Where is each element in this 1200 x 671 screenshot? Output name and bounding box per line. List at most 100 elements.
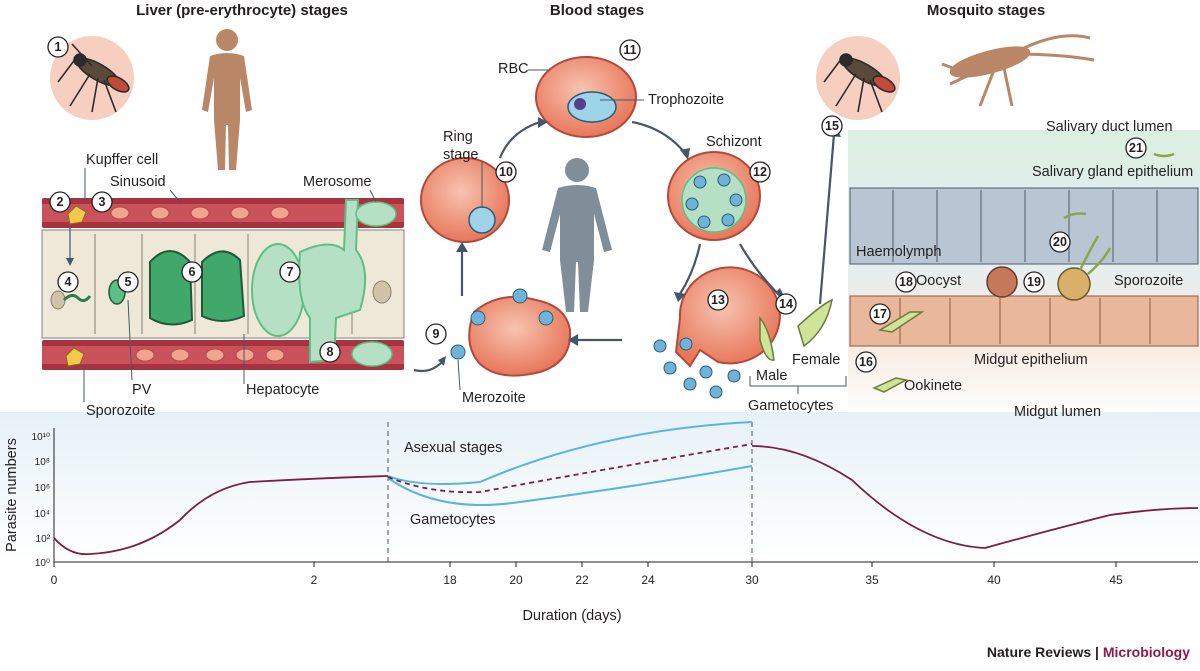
series-label-gametocytes: Gametocytes	[410, 512, 495, 528]
ookinete-lumen	[872, 377, 909, 393]
label-hepatocyte: Hepatocyte	[246, 382, 319, 398]
parasite-stage-6a	[149, 250, 194, 326]
svg-text:21: 21	[1129, 141, 1143, 155]
bursting-oocyst	[1057, 267, 1091, 301]
label-gametocytes: Gametocytes	[748, 398, 833, 414]
step-13-badge: 13	[707, 289, 729, 311]
invading-merozoites	[450, 288, 554, 360]
label-sinusoid: Sinusoid	[110, 174, 166, 190]
sinusoid-top-inner	[42, 204, 404, 222]
merosome-bottom	[351, 341, 393, 367]
step-17-badge: 17	[869, 303, 891, 325]
y-tick-label: 10⁶	[35, 483, 50, 494]
label-midgut-lumen: Midgut lumen	[1014, 404, 1101, 420]
salivary-gland-epithelium	[849, 187, 1199, 265]
svg-text:12: 12	[753, 165, 767, 179]
publisher-name: Nature Reviews	[986, 644, 1092, 660]
label-rbc: RBC	[498, 61, 529, 77]
y-tick-label: 10⁰	[35, 558, 50, 569]
blood-stages-header: Blood stages	[550, 2, 644, 19]
x-tick-label: 40	[987, 573, 1001, 587]
ring-stage-parasite	[468, 206, 496, 234]
asexual-stages-curve	[387, 421, 753, 485]
series-label-asexual: Asexual stages	[404, 440, 502, 456]
sporozoites-released	[1063, 152, 1175, 275]
svg-text:14: 14	[779, 297, 793, 311]
human-silhouette-blood	[542, 158, 612, 312]
label-midgut-epithelium: Midgut epithelium	[974, 352, 1088, 368]
step-5-badge: 5	[117, 271, 139, 293]
x-tick-label: 22	[575, 573, 589, 587]
hepatocyte-nuclei	[50, 280, 392, 310]
svg-text:3: 3	[99, 195, 106, 209]
x-tick-label: 20	[509, 573, 523, 587]
x-tick-label: 18	[443, 573, 457, 587]
label-ring-line1: Ring	[443, 129, 473, 145]
x-tick-label: 35	[865, 573, 879, 587]
footer-separator: |	[1091, 644, 1103, 660]
human-silhouette-liver	[202, 29, 252, 170]
x-tick-label: 30	[745, 573, 759, 587]
y-tick-label: 10⁴	[35, 509, 50, 520]
step-20-badge: 20	[1049, 231, 1071, 253]
mosquito-stages-header: Mosquito stages	[927, 2, 1045, 19]
journal-name: Microbiology	[1102, 644, 1190, 660]
svg-text:6: 6	[189, 265, 196, 279]
svg-text:19: 19	[1027, 275, 1041, 289]
label-oocyst: Oocyst	[916, 273, 961, 289]
x-tick-label: 24	[641, 573, 655, 587]
svg-text:1: 1	[55, 40, 62, 54]
rbc-invasion	[468, 295, 572, 377]
publisher-footer: Nature Reviews | Microbiology	[987, 644, 1190, 660]
male-gametocyte	[759, 315, 775, 361]
mosquito-icon-biting	[57, 43, 130, 113]
step-11-badge: 11	[619, 39, 641, 61]
rbc-egress	[674, 266, 781, 368]
svg-text:11: 11	[623, 43, 636, 57]
svg-text:15: 15	[825, 119, 839, 133]
label-pv: PV	[132, 382, 152, 398]
merosome-budding	[298, 199, 367, 364]
svg-text:2: 2	[57, 195, 64, 209]
x-tick-label: 45	[1109, 573, 1123, 587]
merosome-in-vessel	[355, 201, 397, 227]
mosquito-icon-feeding	[823, 53, 896, 113]
vessel-rbcs	[110, 206, 290, 362]
label-haemolymph: Haemolymph	[856, 244, 941, 260]
parasite-stage-7a	[251, 243, 305, 337]
total-blood-stage-curve	[387, 443, 753, 494]
step-7-badge: 7	[279, 261, 301, 283]
step-9-badge: 9	[425, 323, 447, 345]
step-4-badge: 4	[57, 271, 79, 293]
svg-text:17: 17	[873, 307, 887, 321]
female-gametocyte	[797, 298, 834, 348]
mosquito-silhouette	[941, 34, 1095, 107]
parasite-stage-6b	[201, 250, 246, 322]
host-parasite-curve	[53, 445, 1199, 556]
chart-lines	[53, 421, 1199, 556]
x-tick-label: 0	[51, 573, 58, 587]
svg-text:10: 10	[499, 165, 513, 179]
label-female: Female	[792, 352, 840, 368]
step-3-badge: 3	[91, 191, 113, 213]
label-merosome: Merosome	[303, 174, 372, 190]
svg-text:7: 7	[287, 265, 294, 279]
label-salivary-duct-lumen: Salivary duct lumen	[1046, 119, 1173, 135]
label-kupffer-cell: Kupffer cell	[86, 152, 158, 168]
svg-text:4: 4	[65, 275, 72, 289]
step-12-badge: 12	[749, 161, 771, 183]
svg-text:16: 16	[859, 355, 873, 369]
step-10-badge: 10	[495, 161, 517, 183]
y-axis-label: Parasite numbers	[4, 438, 20, 552]
step-6-badge: 6	[181, 261, 203, 283]
step-14-badge: 14	[775, 293, 797, 315]
label-sporozoite-liver: Sporozoite	[86, 403, 155, 419]
gametocytes-curve	[387, 465, 753, 506]
liver-stages-header: Liver (pre-erythrocyte) stages	[136, 2, 348, 19]
svg-text:5: 5	[125, 275, 132, 289]
label-ookinete: Ookinete	[904, 378, 962, 394]
ookinete-crossing	[877, 311, 925, 333]
oocyst	[986, 266, 1018, 298]
